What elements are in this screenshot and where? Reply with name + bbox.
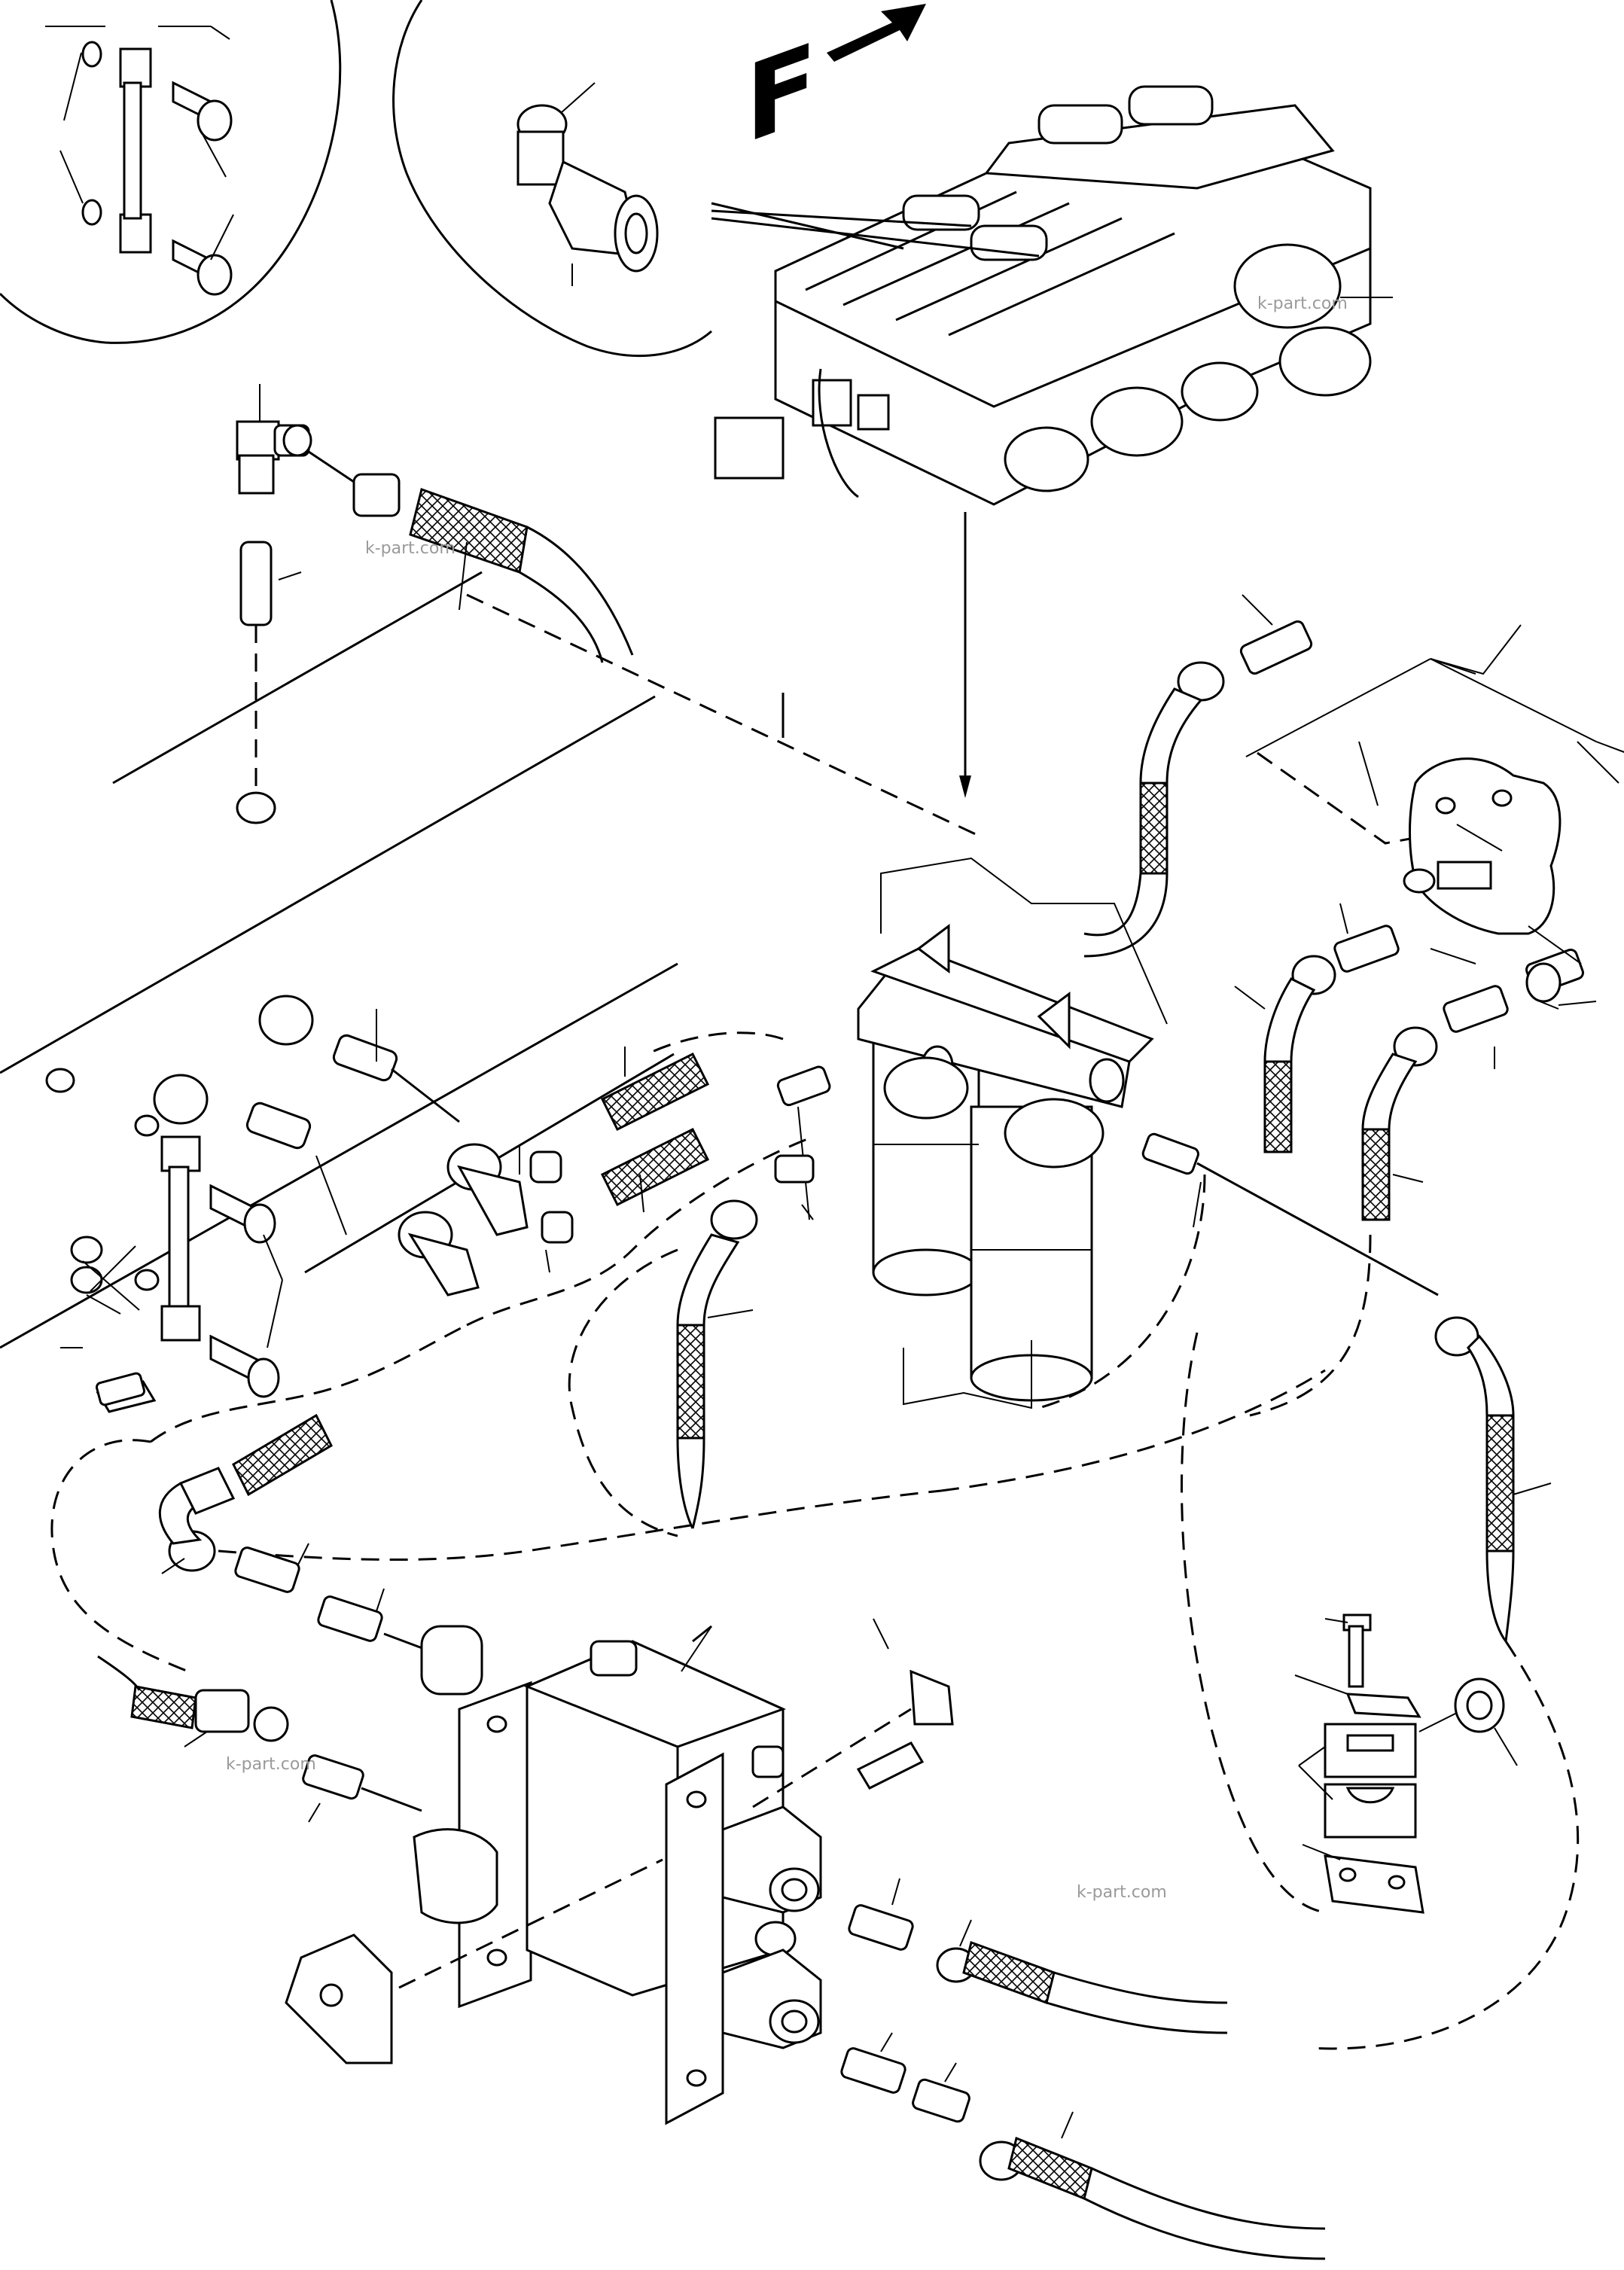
direction-label: F <box>745 20 818 169</box>
small-fitting-left <box>95 1372 146 1406</box>
watermark: k-part.com <box>1257 294 1348 313</box>
detail-circle-valve <box>392 0 712 358</box>
elbow-hoses-middle <box>391 1047 710 1296</box>
reference-line <box>0 962 678 1349</box>
mounting-bolt <box>752 1618 954 1808</box>
block-outlet-fittings <box>840 1878 1326 2260</box>
watermark: k-part.com <box>226 1755 316 1774</box>
leader-arrow-icon <box>959 775 971 798</box>
sender-plate-group <box>1245 624 1624 964</box>
twin-filter-assembly <box>857 857 1168 1409</box>
hose-clamp-group <box>1294 1613 1518 1914</box>
cooler-block-assembly <box>413 1625 822 2125</box>
transmission-valve-assembly <box>711 85 1393 506</box>
hoses-right <box>1083 594 1597 1642</box>
elbow-fitting-group <box>112 384 980 837</box>
watermark: k-part.com <box>1077 1883 1167 1902</box>
solenoid-valve-part <box>516 82 659 286</box>
detail-circle-bracket <box>0 0 342 344</box>
hose-routing-dashes <box>50 1031 1580 2050</box>
hoses-bottom-left <box>97 1413 445 1823</box>
reference-line <box>0 695 656 1074</box>
front-direction-marker: F <box>745 4 926 169</box>
mounting-bracket-plate <box>285 1858 663 2064</box>
watermark: k-part.com <box>365 539 456 558</box>
direction-arrow-icon <box>827 4 926 62</box>
bleed-manifold-group <box>45 995 398 1413</box>
hose-left-of-filter <box>676 1154 815 1529</box>
detail-bracket-part <box>45 26 234 296</box>
